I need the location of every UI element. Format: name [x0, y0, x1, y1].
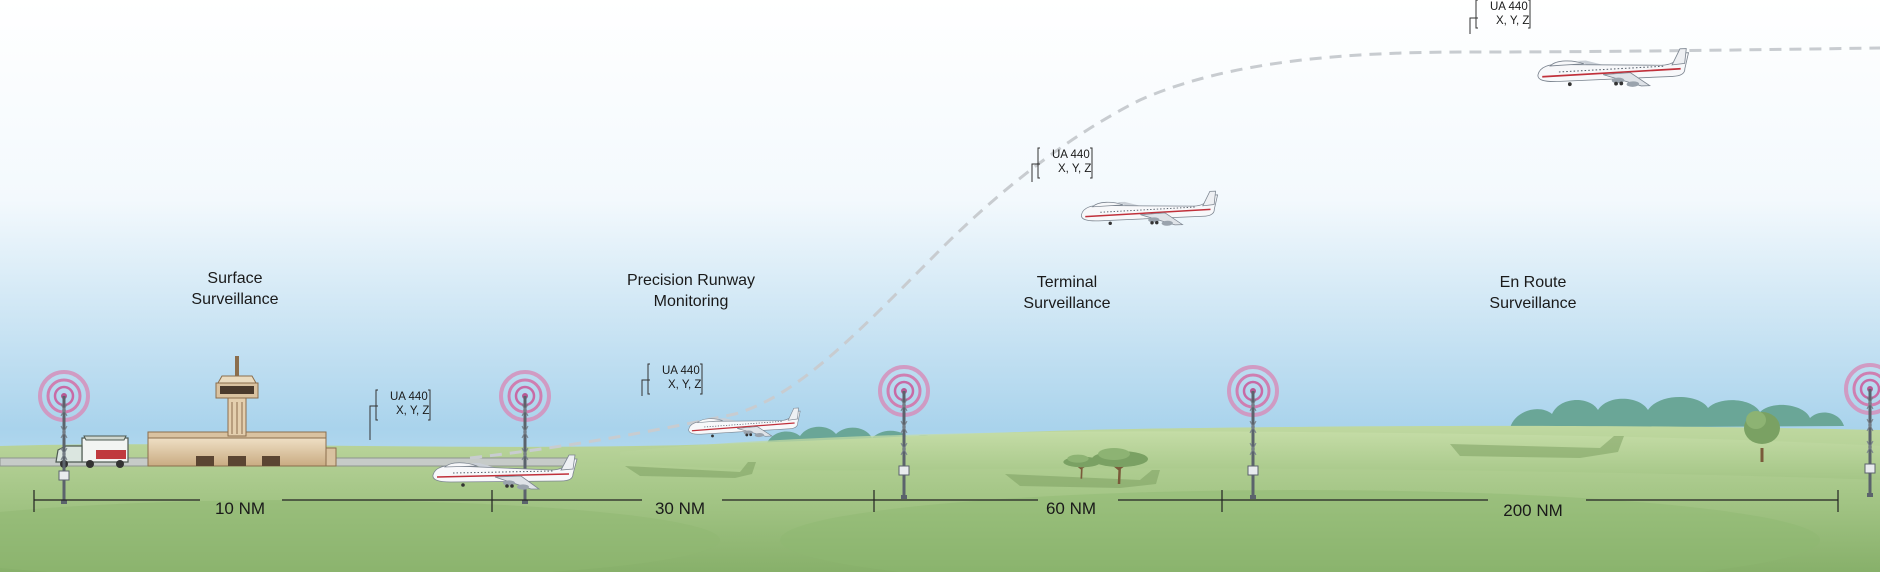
distance-scale [33, 490, 1839, 512]
aircraft-tag: UA 440 X, Y, Z [1469, 0, 1531, 34]
distance-label-200nm: 200 NM [1503, 501, 1563, 520]
distance-label-60nm: 60 NM [1046, 499, 1096, 518]
tag-position: X, Y, Z [396, 405, 429, 417]
tag-position: X, Y, Z [668, 379, 701, 391]
terminal-building-icon [147, 431, 337, 467]
tag-callsign: UA 440 [1052, 149, 1090, 161]
control-tower-icon [215, 356, 259, 437]
aircraft-tag: UA 440 X, Y, Z [1031, 147, 1093, 182]
tag-callsign: UA 440 [662, 365, 700, 377]
svg-text:Monitoring: Monitoring [654, 293, 729, 310]
svg-text:Surveillance: Surveillance [191, 291, 278, 308]
svg-text:Surveillance: Surveillance [1023, 295, 1110, 312]
distance-label-10nm: 10 NM [215, 499, 265, 518]
distance-label-30nm: 30 NM [655, 499, 705, 518]
svg-text:Surveillance: Surveillance [1489, 295, 1576, 312]
svg-text:Terminal: Terminal [1037, 274, 1097, 291]
tree-icon [1744, 411, 1780, 462]
tag-callsign: UA 440 [390, 391, 428, 403]
zone-label-en-route: En Route Surveillance [1489, 274, 1576, 312]
zone-label-precision-runway: Precision Runway Monitoring [627, 272, 755, 310]
tag-callsign: UA 440 [1490, 1, 1528, 13]
zone-label-surface: Surface Surveillance [191, 270, 278, 308]
hill [620, 431, 1880, 480]
aircraft-tag: UA 440 X, Y, Z [641, 363, 703, 396]
plane-shadow [625, 436, 1624, 488]
zone-label-terminal: Terminal Surveillance [1023, 274, 1110, 312]
tag-position: X, Y, Z [1058, 163, 1091, 175]
svg-text:Surface: Surface [207, 270, 262, 287]
aircraft-tag: UA 440 X, Y, Z [369, 389, 431, 440]
tag-position: X, Y, Z [1496, 15, 1529, 27]
svg-text:En Route: En Route [1500, 274, 1567, 291]
svg-text:Precision Runway: Precision Runway [627, 272, 755, 289]
